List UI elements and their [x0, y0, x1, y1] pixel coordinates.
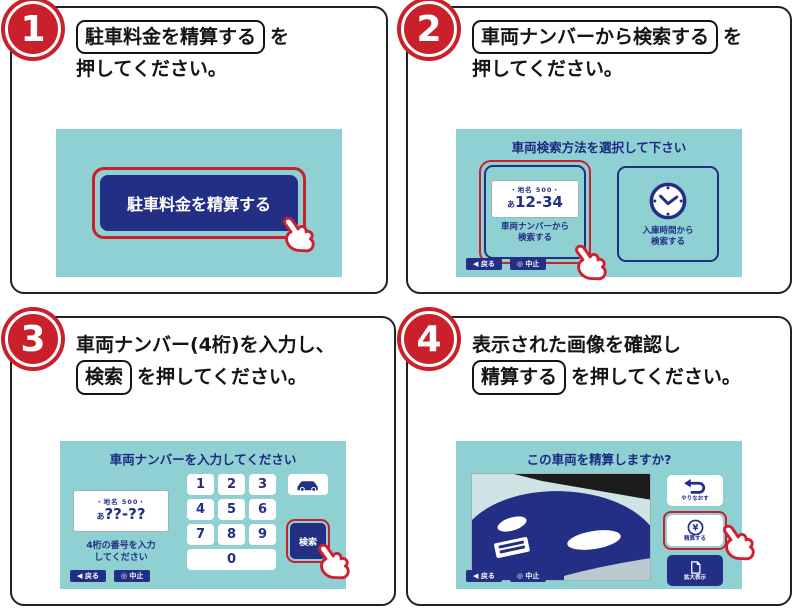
numeric-keypad: 1 2 3 4 5 6 7 8 9 0: [187, 474, 350, 580]
option-label-line2: 検索する: [517, 233, 552, 243]
keypad-key-4[interactable]: 4: [187, 499, 214, 520]
step-number: 4: [416, 318, 442, 360]
option-label-line2: 検索する: [650, 237, 685, 247]
screen-footer: ◀ 戻る ◎ 中止: [70, 569, 151, 582]
enlarge-image-button[interactable]: 拡大表示: [667, 555, 723, 586]
plate-caption-line2: してください: [94, 553, 148, 564]
step-3-instruction: 車両ナンバー(4桁)を入力し、 検索を押してください。: [76, 330, 384, 395]
kiosk-screen-settle: 駐車料金を精算する: [56, 129, 342, 277]
keypad-key-5[interactable]: 5: [218, 499, 245, 520]
step-number: 1: [20, 8, 46, 50]
clock-icon: [649, 182, 687, 220]
step-number: 3: [20, 318, 46, 360]
instruction-line-1: 車両ナンバー(4桁)を入力し、: [76, 334, 335, 356]
kiosk-screen-number-entry: 車両ナンバーを入力してください ・地名 500・ あ??-?? 4桁の番号を入力…: [60, 441, 350, 589]
back-button[interactable]: ◀ 戻る: [466, 569, 502, 582]
cancel-button[interactable]: ◎ 中止: [509, 257, 547, 270]
option-label-line1: 車両ナンバーから: [500, 221, 569, 232]
option-label-line1: 入庫時間から: [642, 225, 694, 236]
keypad-key-0[interactable]: 0: [187, 549, 276, 570]
step-number-badge: 1: [5, 1, 61, 57]
car-image: [472, 474, 650, 580]
plate-number: ??-??: [104, 505, 146, 524]
redo-button[interactable]: やりなおす: [667, 475, 723, 506]
keypad-key-8[interactable]: 8: [218, 524, 245, 545]
cancel-button[interactable]: ◎ 中止: [113, 569, 151, 582]
instruction-line-2: 押してください。: [76, 58, 227, 81]
step-number: 2: [416, 8, 442, 50]
highlight-outline: ¥ 精算する: [663, 511, 755, 561]
plate-region-text: ・地名 500・: [510, 186, 560, 195]
highlight-outline: ・地名 500・ あ12-34 車両ナンバーから 検索する: [479, 160, 607, 281]
highlight-outline: 検索: [286, 519, 350, 580]
keypad-key-9[interactable]: 9: [249, 524, 276, 545]
screen-title: 車両検索方法を選択して下さい: [511, 140, 687, 155]
step-number-badge: 2: [401, 1, 457, 57]
instruction-suffix: を: [270, 26, 290, 48]
svg-text:¥: ¥: [692, 523, 698, 533]
plate-number: 12-34: [515, 193, 563, 212]
plate-kana: あ: [96, 512, 105, 522]
cancel-button[interactable]: ◎ 中止: [509, 569, 547, 582]
referenced-button-label: 車両ナンバーから検索する: [472, 20, 719, 55]
referenced-button-label: 精算する: [472, 360, 567, 395]
screen-footer: ◀ 戻る ◎ 中止: [466, 569, 547, 582]
vehicle-photo: [471, 473, 651, 581]
plate-region-text: ・地名 500・: [96, 498, 146, 507]
step-2-panel: 2 車両ナンバーから検索するを 押してください。 車両検索方法を選択して下さい …: [401, 1, 792, 294]
back-button[interactable]: ◀ 戻る: [466, 257, 502, 270]
instruction-suffix: を押してください。: [571, 366, 741, 389]
keypad-key-2[interactable]: 2: [218, 474, 245, 495]
screen-footer: ◀ 戻る ◎ 中止: [466, 257, 547, 270]
step-3-panel: 3 車両ナンバー(4桁)を入力し、 検索を押してください。 車両ナンバーを入力し…: [5, 311, 396, 606]
instruction-suffix: を押してください。: [137, 366, 307, 389]
enlarge-image-button-label: 拡大表示: [683, 574, 706, 581]
kiosk-screen-confirm-vehicle: この車両を精算しますか?: [456, 441, 755, 589]
plate-caption-line1: 4桁の番号を入力: [86, 541, 156, 551]
settle-button[interactable]: ¥ 精算する: [667, 515, 723, 546]
keypad-key-6[interactable]: 6: [249, 499, 276, 520]
step-number-badge: 4: [401, 311, 457, 367]
settle-button-label: 精算する: [683, 535, 706, 542]
step-4-instruction: 表示された画像を確認し 精算するを押してください。: [472, 330, 780, 395]
keypad-key-3[interactable]: 3: [249, 474, 276, 495]
step-4-panel: 4 表示された画像を確認し 精算するを押してください。 この車両を精算しますか?: [401, 311, 792, 606]
step-number-badge: 3: [5, 311, 61, 367]
keypad-key-7[interactable]: 7: [187, 524, 214, 545]
search-by-entry-time-button[interactable]: 入庫時間から 検索する: [617, 166, 719, 262]
settle-parking-fee-button[interactable]: 駐車料金を精算する: [100, 175, 298, 231]
keypad-key-1[interactable]: 1: [187, 474, 214, 495]
kiosk-screen-search-method: 車両検索方法を選択して下さい ・地名 500・ あ12-34 車両ナンバーから …: [456, 129, 742, 281]
license-plate-graphic: ・地名 500・ あ??-??: [73, 490, 169, 532]
screen-title: この車両を精算しますか?: [526, 452, 672, 467]
step-1-panel: 1 駐車料金を精算するを 押してください。 駐車料金を精算する: [5, 1, 388, 294]
return-arrow-icon: [684, 478, 706, 494]
screen-title: 車両ナンバーを入力してください: [109, 452, 297, 467]
referenced-button-label: 駐車料金を精算する: [76, 20, 266, 55]
search-by-plate-button[interactable]: ・地名 500・ あ12-34 車両ナンバーから 検索する: [484, 165, 586, 259]
plate-kana: あ: [507, 200, 515, 210]
step-1-instruction: 駐車料金を精算するを 押してください。: [76, 20, 376, 85]
instruction-suffix: を: [723, 26, 743, 48]
car-icon: [297, 481, 318, 492]
step-2-instruction: 車両ナンバーから検索するを 押してください。: [472, 20, 780, 85]
redo-button-label: やりなおす: [681, 495, 709, 502]
license-plate-graphic: ・地名 500・ あ12-34: [491, 179, 579, 218]
back-button[interactable]: ◀ 戻る: [70, 569, 106, 582]
yen-icon: ¥: [687, 519, 703, 536]
document-icon: [690, 561, 700, 574]
plate-kana-key[interactable]: [288, 474, 328, 495]
highlight-outline: 駐車料金を精算する: [92, 167, 315, 253]
instruction-line-1: 表示された画像を確認し: [472, 334, 682, 356]
search-button[interactable]: 検索: [290, 523, 326, 559]
instruction-line-2: 押してください。: [472, 58, 623, 81]
referenced-button-label: 検索: [76, 360, 133, 395]
